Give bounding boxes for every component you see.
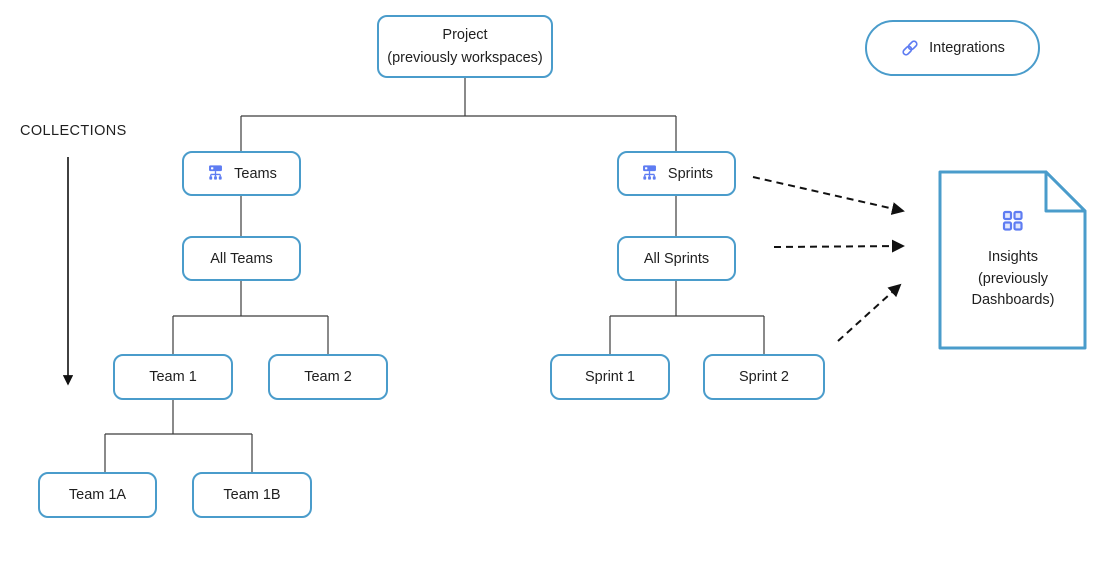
node-all-sprints-label: All Sprints [643, 250, 710, 267]
collections-label: COLLECTIONS [20, 123, 127, 139]
node-all-teams: All Teams [182, 236, 301, 281]
node-all-sprints: All Sprints [617, 236, 736, 281]
grid-icon [1002, 210, 1024, 237]
node-sprint-2-label: Sprint 2 [739, 369, 789, 385]
node-sprint-1-label: Sprint 1 [585, 369, 635, 385]
node-project: Project (previously workspaces) [377, 15, 553, 78]
node-team-1-label: Team 1 [149, 369, 197, 385]
node-team-1b-label: Team 1B [223, 487, 281, 503]
node-project-line1: Project [442, 27, 488, 44]
node-sprints: Sprints [617, 151, 736, 196]
node-team-1: Team 1 [113, 354, 233, 400]
node-teams-label: Teams [234, 165, 277, 182]
dashed-arrow-sprint2-to-insights [837, 283, 902, 342]
node-all-teams-label: All Teams [210, 250, 273, 267]
node-team-1a-label: Team 1A [68, 487, 127, 503]
connector-project-to-teams-sprints [240, 78, 677, 151]
node-team-2-label: Team 2 [304, 369, 352, 385]
node-project-line2: (previously workspaces) [387, 49, 543, 66]
org-chart-icon [640, 164, 659, 183]
dashed-arrow-sprints-to-insights [752, 176, 905, 215]
node-team-1a: Team 1A [38, 472, 157, 518]
node-insights-line2: (previously [977, 270, 1049, 287]
node-team-2: Team 2 [268, 354, 388, 400]
node-integrations: Integrations [865, 20, 1040, 76]
node-team-1b: Team 1B [192, 472, 312, 518]
node-insights-line3: Dashboards) [971, 292, 1055, 309]
node-sprint-1: Sprint 1 [550, 354, 670, 400]
node-integrations-label: Integrations [929, 40, 1005, 56]
document-shape [938, 170, 1087, 350]
node-insights-line1: Insights [988, 248, 1038, 265]
connector-team1-to-team1a-team1b [104, 400, 253, 472]
connector-all-teams-to-team1-team2 [172, 281, 329, 354]
node-teams: Teams [182, 151, 301, 196]
link-icon [900, 38, 920, 58]
dashed-arrow-all-sprints-to-insights [773, 239, 905, 253]
node-sprint-2: Sprint 2 [703, 354, 825, 400]
connector-all-sprints-to-sprint1-sprint2 [609, 281, 765, 354]
node-insights-document: Insights (previously Dashboards) [938, 170, 1088, 350]
node-sprints-label: Sprints [667, 165, 714, 182]
folded-corner [1044, 170, 1087, 213]
org-chart-icon [206, 164, 225, 183]
